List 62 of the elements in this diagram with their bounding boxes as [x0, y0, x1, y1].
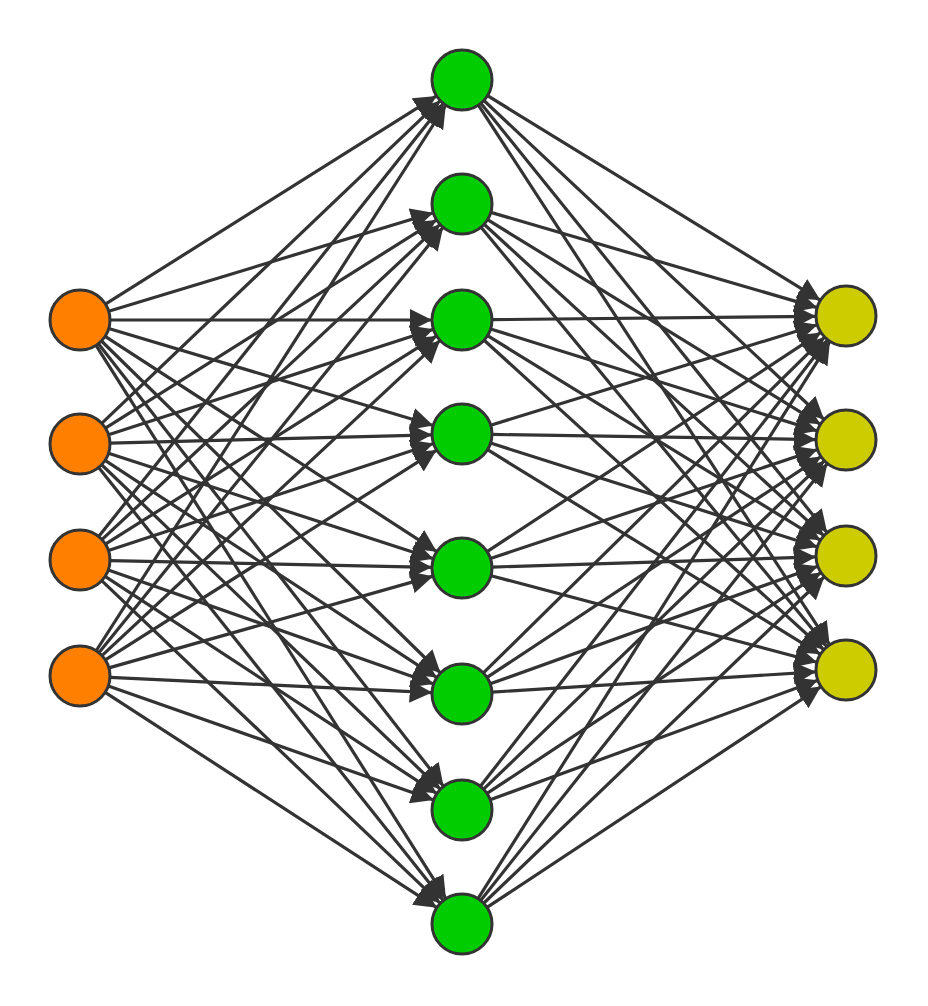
arrow [479, 462, 829, 902]
neuron-circle [814, 284, 878, 348]
arrow [100, 223, 442, 541]
arrow [479, 226, 829, 648]
arrow [97, 466, 445, 902]
arrow [490, 210, 818, 313]
neuron-circle [48, 644, 112, 708]
neuron-circle [430, 892, 494, 956]
arrow [477, 104, 831, 646]
neuron-circle [430, 48, 494, 112]
arrow [483, 223, 825, 537]
arrow [107, 568, 435, 688]
arrow [109, 675, 433, 703]
arrow [491, 662, 817, 694]
arrow [482, 459, 826, 791]
arrow [479, 338, 829, 788]
arrow [491, 546, 817, 569]
arrow [104, 218, 438, 430]
arrow [489, 677, 819, 802]
arrow [486, 94, 822, 302]
neuron-circle [430, 288, 494, 352]
arrow [492, 305, 816, 328]
arrow [486, 571, 822, 795]
arrow [104, 94, 438, 306]
arrow [100, 579, 442, 905]
arrow [100, 463, 442, 791]
neuron-circle [430, 662, 494, 726]
arrow [108, 571, 434, 670]
neuron-circle [430, 536, 494, 600]
neuron-circle [814, 408, 878, 472]
neuron-circle [814, 638, 878, 702]
arrow [110, 308, 432, 332]
arrow [104, 575, 438, 795]
arrow [108, 439, 434, 553]
arrow [97, 226, 445, 654]
arrow [104, 691, 438, 909]
arrow [108, 208, 434, 313]
neuron-circle [430, 402, 494, 466]
arrow [94, 104, 448, 652]
neuron-circle [430, 172, 494, 236]
arrow [486, 218, 822, 426]
neuron-circle [48, 412, 112, 476]
neuron-circle [814, 524, 878, 588]
arrow [490, 574, 818, 668]
arrow [489, 563, 819, 686]
arrow [109, 424, 433, 447]
arrow [486, 685, 822, 909]
arrow [482, 575, 826, 905]
neuron-circle [430, 778, 494, 842]
arrow [479, 102, 829, 534]
neuron-circle [48, 528, 112, 592]
arrow [482, 99, 826, 421]
neuron-circle [48, 288, 112, 352]
arrow [491, 428, 817, 451]
arrow [100, 99, 442, 425]
arrow [97, 102, 445, 538]
arrow [108, 451, 434, 563]
arrow [476, 340, 832, 900]
arrow [94, 344, 448, 900]
arrow [109, 555, 433, 579]
arrow [97, 342, 445, 788]
arrow [107, 684, 435, 804]
